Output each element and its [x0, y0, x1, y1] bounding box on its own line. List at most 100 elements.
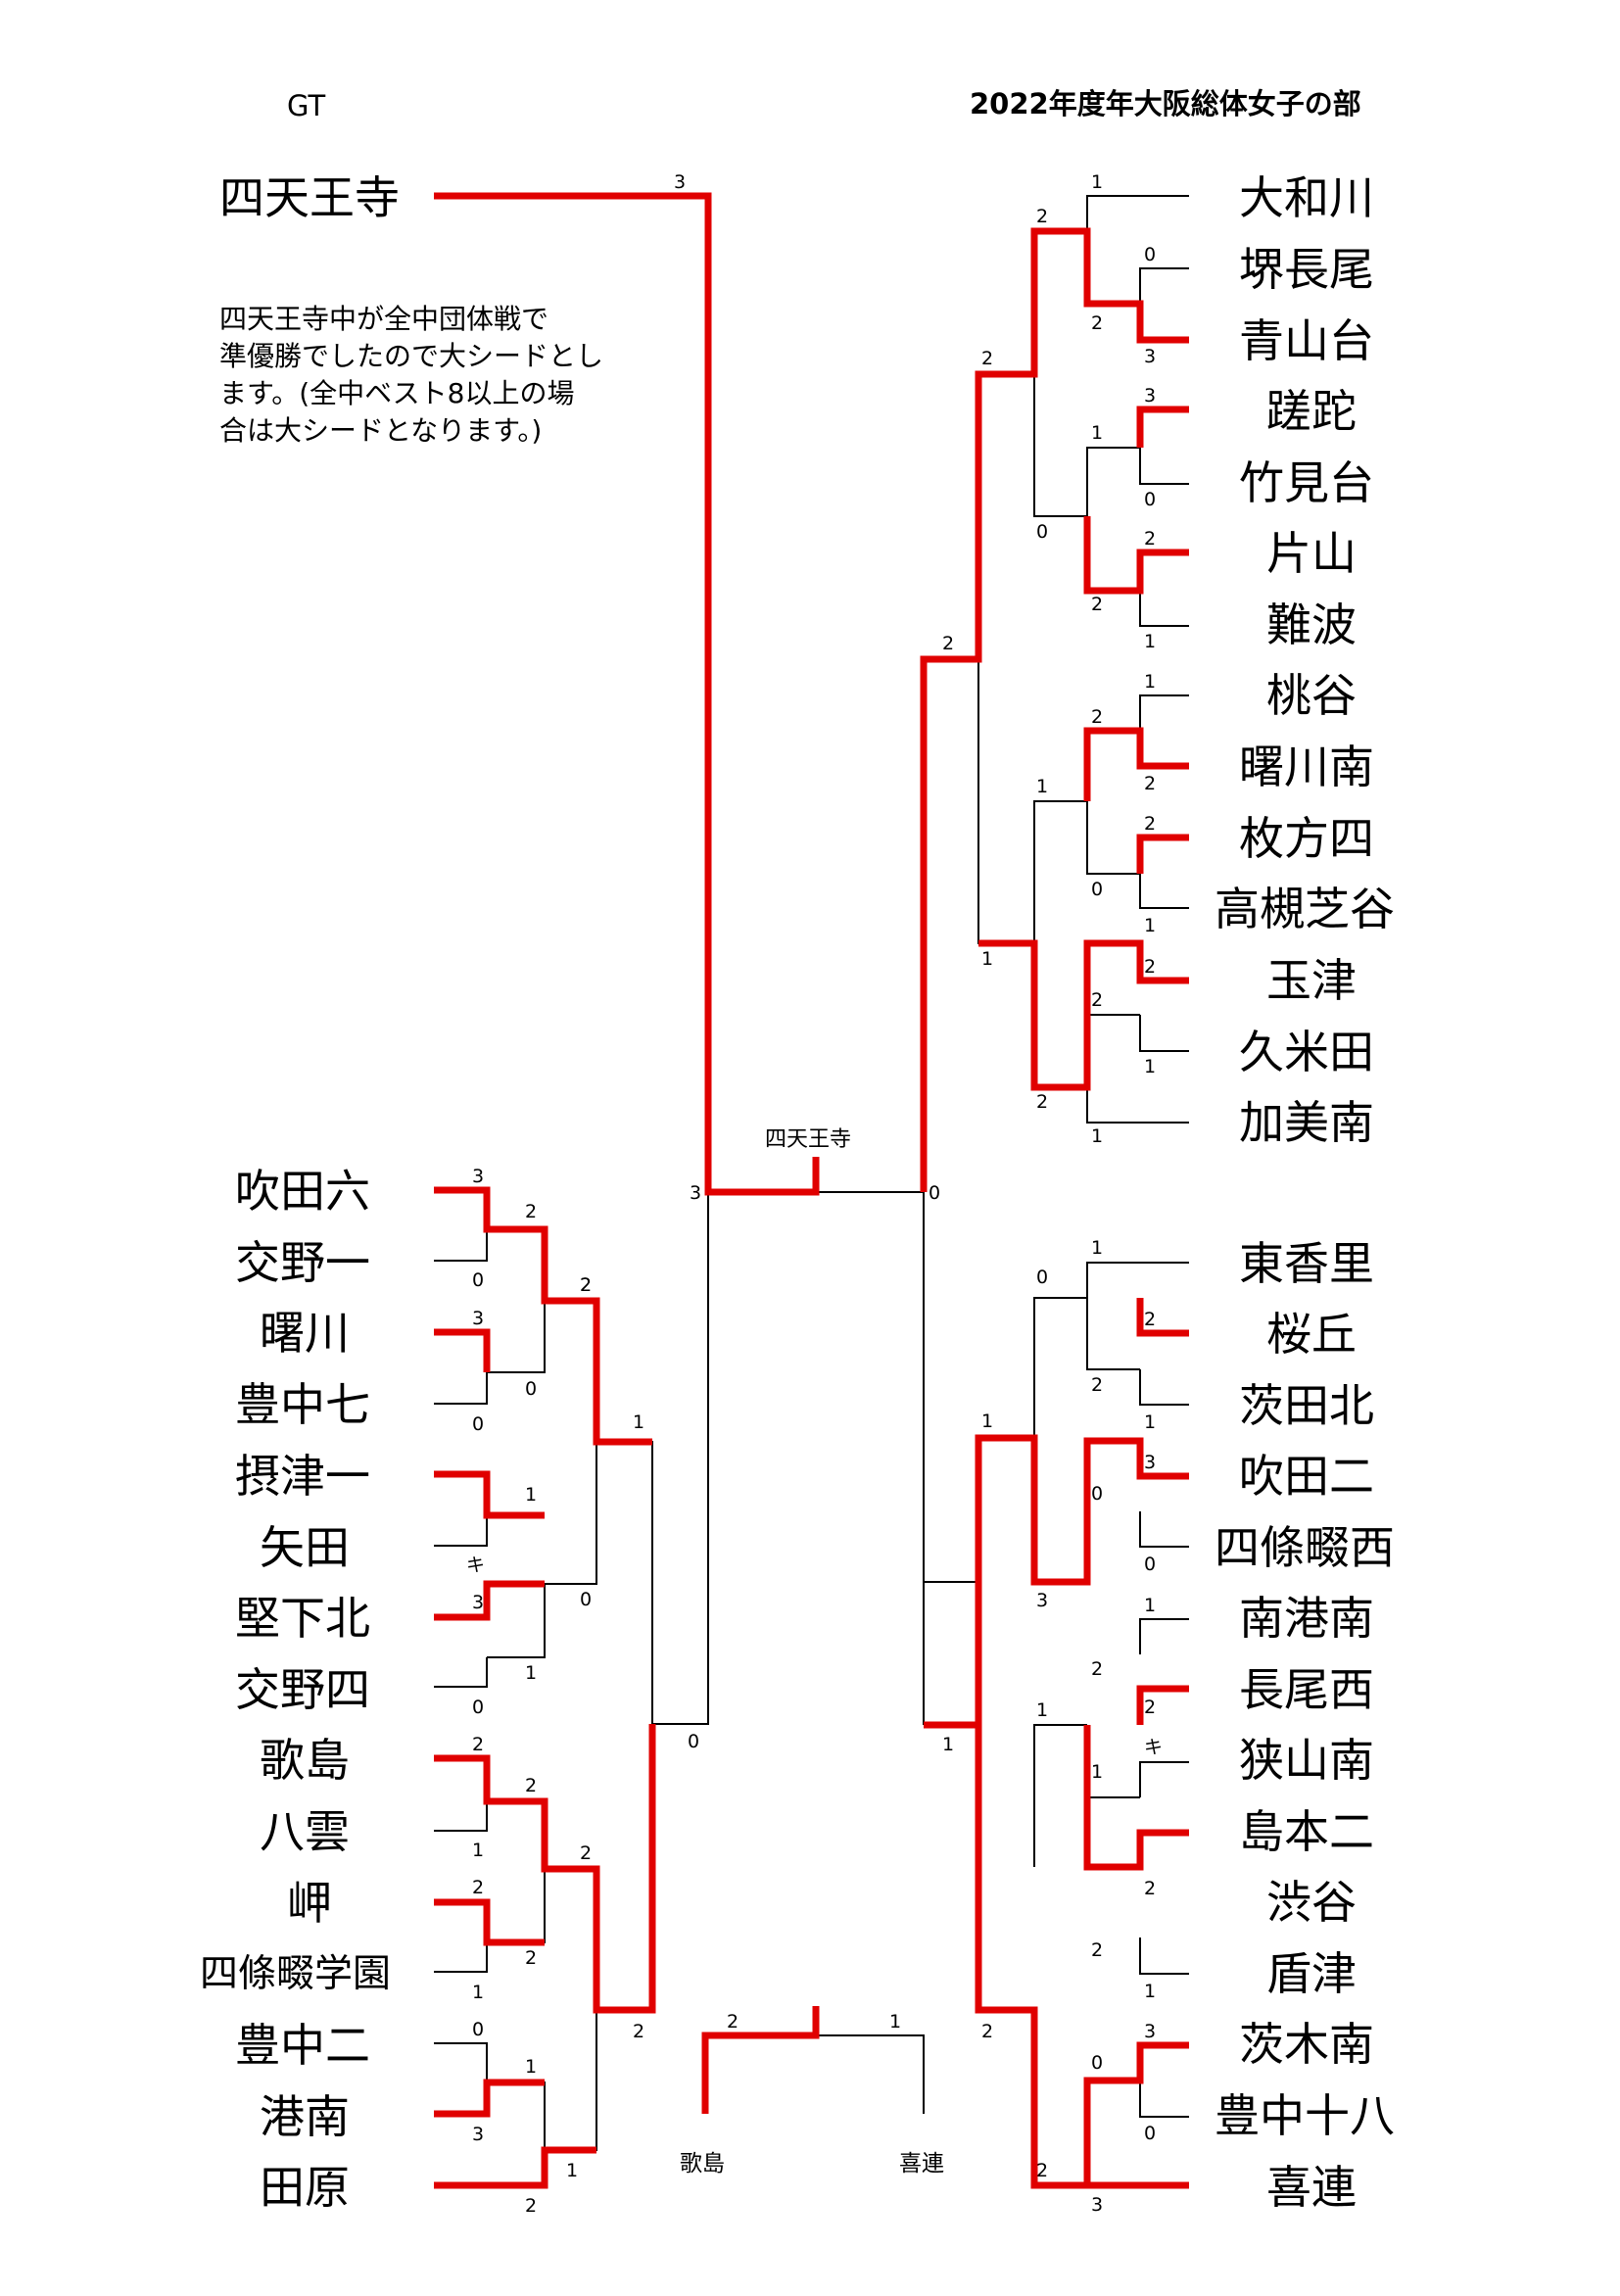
right-team: 桜丘	[1266, 1308, 1357, 1361]
score: 2	[1144, 1697, 1156, 1718]
score: 1	[1144, 631, 1156, 652]
score: 2	[525, 1947, 537, 1969]
score: 1	[1144, 915, 1156, 936]
right-team: 南港南	[1239, 1592, 1374, 1645]
left-team: 八雲	[260, 1805, 350, 1858]
final-left-score: 3	[690, 1182, 701, 1204]
right-team: 島本二	[1239, 1805, 1374, 1858]
score: 1	[1091, 171, 1103, 193]
score: 2	[981, 2021, 993, 2042]
score: 2	[1036, 206, 1048, 227]
score: 1	[1144, 1056, 1156, 1077]
score: 3	[1144, 2021, 1156, 2042]
score: 2	[580, 1842, 592, 1864]
score: 2	[525, 2195, 537, 2217]
left-team: 吹田六	[235, 1165, 370, 1218]
score: 3	[472, 2124, 484, 2145]
score: 0	[525, 1378, 537, 1400]
score: 1	[633, 1411, 644, 1433]
left-team: 港南	[260, 2090, 350, 2143]
left-team: 曙川	[260, 1307, 350, 1360]
score: 2	[580, 1274, 592, 1296]
score: 1	[1144, 1411, 1156, 1433]
score: 2	[1091, 1374, 1103, 1396]
score: 1	[566, 2160, 578, 2181]
score: 1	[525, 1484, 537, 1506]
score: 2	[633, 2021, 644, 2042]
right-team: 加美南	[1239, 1096, 1374, 1149]
score: 1	[1091, 1237, 1103, 1259]
third-place-right-score: 1	[889, 2011, 901, 2033]
right-scores: 1 0 3 3 0 2 1 1 2 2 1 2 1 1 1 2 1 3 0 1 …	[942, 171, 1163, 2216]
score: 1	[942, 1734, 954, 1755]
score: 2	[1144, 1878, 1156, 1899]
third-place-left-score: 2	[727, 2011, 739, 2033]
seed-team-name: 四天王寺	[219, 171, 400, 224]
right-team: 長尾西	[1239, 1663, 1374, 1716]
score: 1	[981, 948, 993, 970]
left-team: 豊中二	[235, 2019, 370, 2072]
score: 2	[981, 348, 993, 369]
left-team: 田原	[260, 2161, 350, 2214]
final-right-score: 0	[929, 1182, 940, 1204]
right-team: 堺長尾	[1239, 243, 1374, 296]
left-team: 四條畷学園	[200, 1952, 391, 1996]
left-team: 堅下北	[235, 1592, 370, 1645]
score: 1	[525, 2056, 537, 2078]
champion-label: 四天王寺	[765, 1127, 851, 1152]
seed-score: 3	[674, 171, 686, 193]
score: 3	[1144, 346, 1156, 367]
score: 2	[525, 1201, 537, 1222]
winner-paths	[434, 192, 1189, 2189]
score: 1	[1091, 422, 1103, 444]
right-team: 片山	[1266, 527, 1357, 580]
score: 1	[525, 1662, 537, 1684]
right-team: 難波	[1266, 598, 1357, 651]
score: 2	[580, 1274, 592, 1296]
score: 3	[1144, 385, 1156, 407]
score: 1	[981, 1411, 993, 1432]
left-team: 摂津一	[235, 1450, 370, 1503]
score: 0	[1036, 521, 1048, 543]
score: キ	[466, 1555, 485, 1576]
score: 2	[525, 1775, 537, 1796]
score: 3	[472, 1166, 484, 1187]
score: 1	[1144, 671, 1156, 693]
score: 2	[1091, 989, 1103, 1011]
score: 1	[1091, 1125, 1103, 1147]
score: 0	[580, 1589, 592, 1610]
score: 0	[1091, 1483, 1103, 1505]
third-place-right-team: 喜連	[899, 2151, 944, 2176]
score: 1	[1144, 1595, 1156, 1616]
score: 1	[1036, 776, 1048, 797]
page-title: 2022年度年大阪総体女子の部	[970, 87, 1361, 120]
score: 1	[472, 1840, 484, 1861]
right-team: 竹見台	[1239, 456, 1374, 509]
score: 1	[1091, 1761, 1103, 1783]
right-team: 豊中十八	[1215, 2089, 1395, 2142]
score: 2	[1144, 773, 1156, 794]
score: 0	[472, 2019, 484, 2040]
score: 0	[1144, 244, 1156, 265]
score: 2	[1091, 594, 1103, 615]
left-team-list: 吹田六 交野一 曙川 豊中七 摂津一 矢田 堅下北 交野四 歌島 八雲 岬 四條…	[200, 1165, 391, 2214]
score: 2	[1144, 1309, 1156, 1330]
right-team: 狭山南	[1239, 1734, 1374, 1787]
score: キ	[1144, 1737, 1163, 1758]
right-team: 四條畷西	[1215, 1521, 1395, 1574]
score: 0	[1144, 2123, 1156, 2144]
score: 1	[1036, 1699, 1048, 1721]
seeding-note: 四天王寺中が全中団体戦で 準優勝でしたので大シードとし ます。(全中ベスト8以上…	[219, 303, 604, 447]
score: 2	[1091, 1658, 1103, 1680]
score: 0	[472, 1697, 484, 1718]
left-team: 歌島	[260, 1734, 350, 1787]
score: 0	[1091, 2052, 1103, 2074]
score: 2	[1091, 1939, 1103, 1961]
score: 2	[1091, 312, 1103, 334]
score: 2	[472, 1877, 484, 1898]
right-team: 枚方四	[1239, 812, 1374, 865]
score: 2	[1036, 2160, 1048, 2181]
right-team: 玉津	[1266, 954, 1357, 1007]
score: 2	[942, 633, 954, 654]
